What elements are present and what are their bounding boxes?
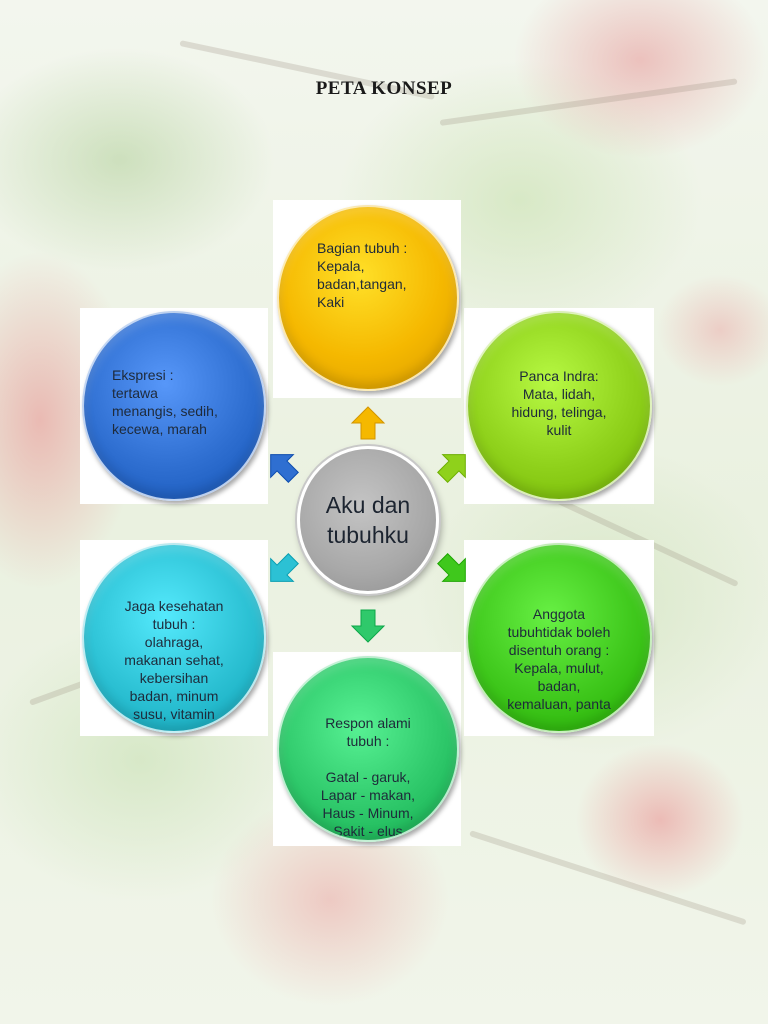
- node-text-line: kebersihan: [139, 670, 209, 686]
- node-text-line: disentuh orang :: [508, 642, 610, 658]
- node-text-line: Kepala, mulut,: [514, 660, 604, 676]
- arrow-down-left-icon: [262, 550, 302, 590]
- center-text-line: tubuhku: [327, 522, 409, 548]
- node-text-line: tubuh :: [346, 733, 390, 749]
- node-text-line: makanan sehat,: [124, 652, 224, 668]
- arrow-up-right-icon: [434, 446, 474, 486]
- node-text-line: [279, 750, 457, 768]
- node-panca-indra: Panca Indra: Mata, lidah, hidung, telinga,…: [466, 311, 652, 501]
- arrow-up-icon: [348, 403, 388, 443]
- node-text-line: tertawa: [112, 385, 158, 401]
- node-text-line: Bagian tubuh :: [317, 240, 408, 256]
- node-text-line: susu, vitamin: [133, 706, 215, 722]
- node-text-line: Jaga kesehatan: [124, 598, 224, 614]
- arrow-shape: [270, 454, 299, 483]
- node-bagian-tubuh: Bagian tubuh : Kepala, badan,tangan, Kaki: [277, 205, 459, 391]
- node-text-line: Lapar - makan,: [320, 787, 416, 803]
- node-text-line: Ekspresi :: [112, 367, 174, 383]
- node-text-line: olahraga,: [144, 634, 204, 650]
- center-text-line: Aku dan: [325, 492, 411, 518]
- node-text-line: Respon alami: [325, 715, 411, 731]
- arrow-down-icon: [348, 606, 388, 646]
- arrow-shape: [270, 553, 299, 582]
- node-text-line: Panca Indra:: [519, 368, 599, 384]
- node-text-line: hidung, telinga,: [511, 404, 607, 420]
- node-text-line: Kaki: [317, 294, 345, 310]
- arrow-shape: [350, 609, 386, 643]
- node-ekspresi: Ekspresi : tertawa menangis, sedih, kecewa,…: [82, 311, 266, 501]
- node-text-line: tubuh :: [152, 616, 196, 632]
- page-title: PETA KONSEP: [315, 78, 453, 99]
- center-node-aku-dan-tubuhku: Aku dan tubuhku: [297, 446, 439, 594]
- node-text-line: Haus - Minum,: [322, 805, 414, 821]
- node-text-line: kecewa, marah: [112, 421, 207, 437]
- arrow-up-left-icon: [262, 446, 302, 486]
- node-text-line: Gatal - garuk,: [325, 769, 411, 785]
- node-text-line: kulit: [546, 422, 572, 438]
- node-text-line: Mata, lidah,: [522, 386, 596, 402]
- node-text-line: tubuhtidak boleh: [507, 624, 611, 640]
- arrow-shape: [350, 406, 386, 440]
- node-text-line: badan,: [537, 678, 581, 694]
- node-text-line: kemaluan, panta: [507, 696, 611, 712]
- node-anggota-tubuh: Anggota tubuhtidak boleh disentuh orang : K…: [466, 543, 652, 733]
- arrow-shape: [437, 553, 466, 582]
- node-text-line: menangis, sedih,: [112, 403, 218, 419]
- arrow-shape: [437, 454, 466, 483]
- node-text-line: Anggota: [532, 606, 586, 622]
- node-jaga-kesehatan: Jaga kesehatan tubuh : olahraga, makanan se…: [82, 543, 266, 733]
- node-text-line: Sakit - elus: [333, 823, 403, 839]
- node-respon-alami: Respon alami tubuh : Gatal - garuk, Lapar …: [277, 656, 459, 842]
- node-text-line: badan, minum: [129, 688, 219, 704]
- arrow-down-right-icon: [434, 550, 474, 590]
- node-text-line: Kepala,: [317, 258, 365, 274]
- node-text-line: badan,tangan,: [317, 276, 407, 292]
